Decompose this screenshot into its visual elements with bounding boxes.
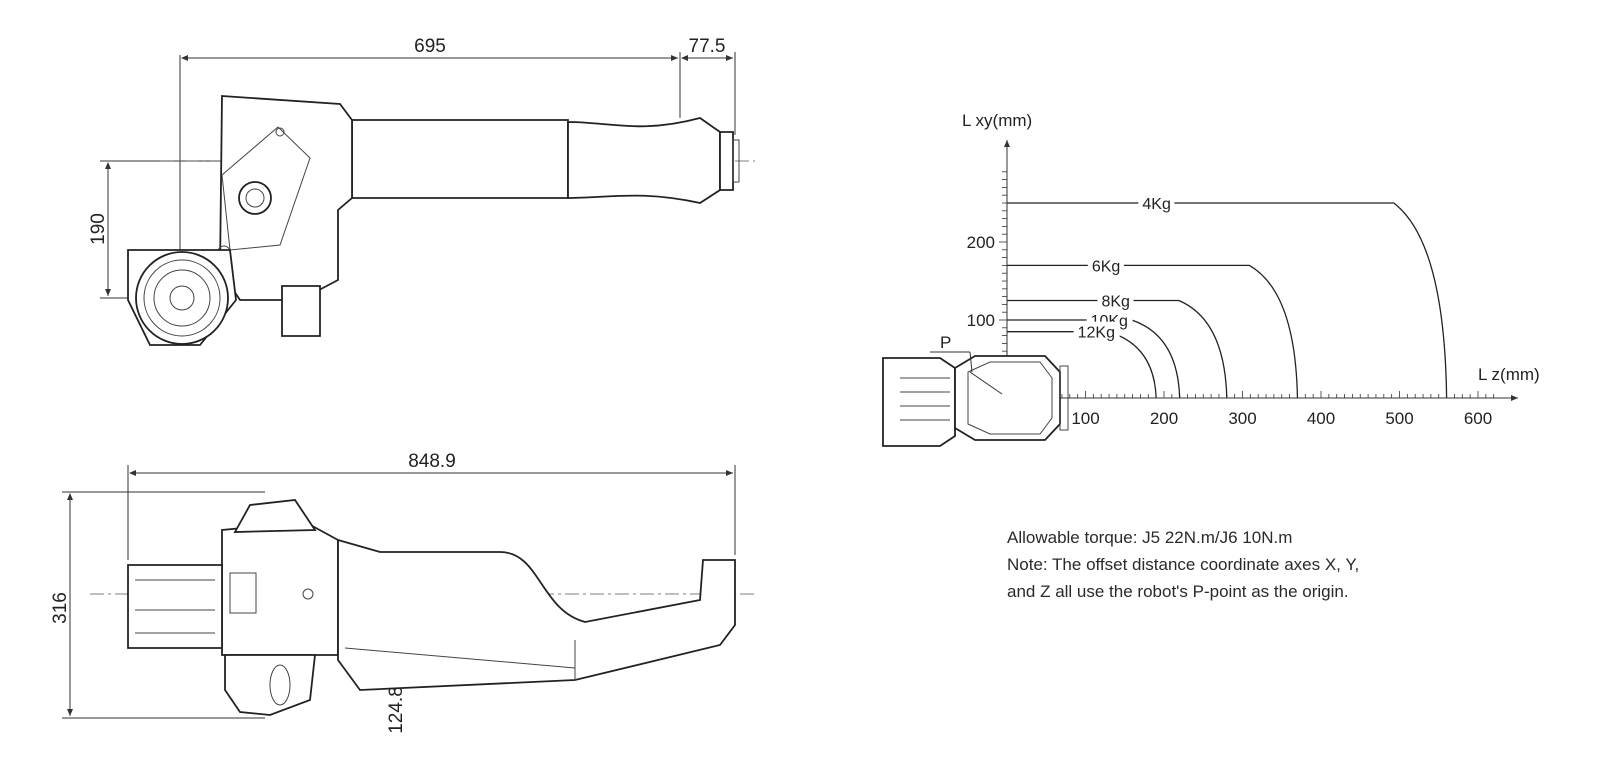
- wrist-silhouette: P: [882, 333, 1069, 447]
- dim-77-5: 77.5: [689, 36, 726, 57]
- x-tick-label: 100: [1071, 409, 1099, 428]
- load-label-bg: [1097, 290, 1134, 311]
- y-axis-label: L xy(mm): [962, 111, 1032, 130]
- load-label: 6Kg: [1092, 258, 1120, 275]
- load-curve: [1007, 319, 1181, 399]
- upper-arm-body: [351, 119, 569, 199]
- origin-note-1: Note: The offset distance coordinate axe…: [1007, 555, 1360, 574]
- top-view: 695 77.5 190: [88, 36, 755, 346]
- load-curve: [1007, 299, 1228, 399]
- dim-316: 316: [50, 592, 71, 624]
- dim-190: 190: [88, 213, 109, 245]
- dim-124-8: 124.8: [386, 686, 407, 734]
- load-label: 4Kg: [1142, 196, 1170, 213]
- x-tick-label: 300: [1228, 409, 1256, 428]
- side-joint-housing: [221, 521, 339, 656]
- dim-695: 695: [414, 36, 446, 57]
- origin-note-2: and Z all use the robot's P-point as the…: [1007, 582, 1349, 601]
- y-tick-label: 100: [967, 311, 995, 330]
- dim-848-9: 848.9: [408, 451, 456, 472]
- x-tick-label: 500: [1385, 409, 1413, 428]
- load-curve: [1007, 264, 1299, 399]
- x-tick-label: 600: [1464, 409, 1492, 428]
- load-curve: [1007, 202, 1448, 399]
- tool-flange: [719, 131, 734, 191]
- x-tick-label: 400: [1307, 409, 1335, 428]
- notes: Allowable torque: J5 22N.m/J6 10N.m Note…: [1007, 524, 1527, 605]
- side-base-block: [127, 564, 223, 649]
- side-view: 848.9 316 124.8: [50, 451, 755, 734]
- load-label-bg: [1138, 193, 1175, 213]
- load-label-bg: [1073, 321, 1120, 342]
- y-tick-label: 200: [967, 233, 995, 252]
- load-label-bg: [1087, 255, 1124, 276]
- x-axis-label: L z(mm): [1478, 365, 1540, 384]
- load-label: 8Kg: [1101, 294, 1129, 311]
- x-tick-label: 200: [1150, 409, 1178, 428]
- base-ring: [135, 251, 229, 345]
- load-label: 12Kg: [1078, 325, 1115, 342]
- p-point-label: P: [940, 333, 951, 352]
- torque-note: Allowable torque: J5 22N.m/J6 10N.m: [1007, 528, 1293, 547]
- side-arm: [337, 538, 736, 691]
- forearm-tube: [567, 117, 721, 204]
